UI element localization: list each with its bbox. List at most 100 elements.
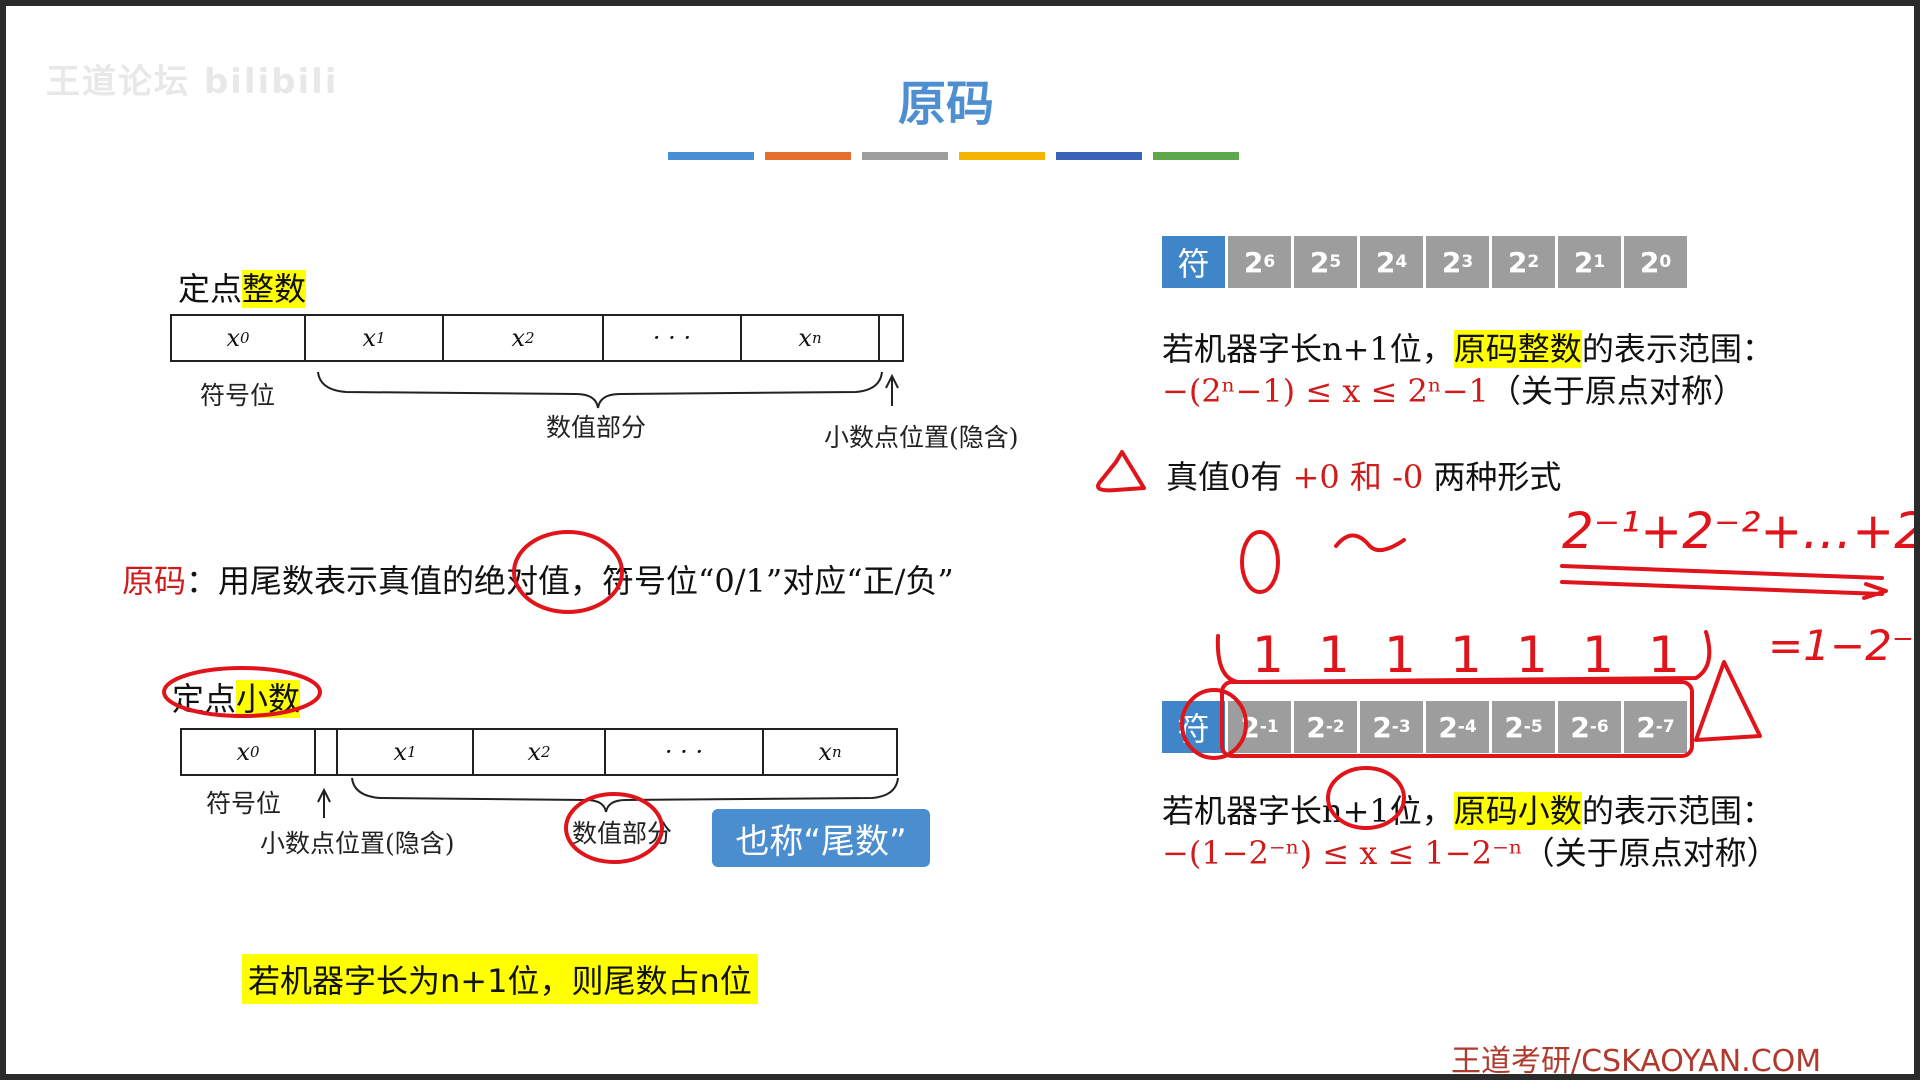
- definition-term: 原码: [122, 562, 187, 600]
- fraction-sign-label: 符号位: [206, 789, 282, 818]
- watermark: 王道论坛 bilibili: [46, 62, 339, 102]
- definition: 原码：用尾数表示真值的绝对值，符号位“0/1”对应“正/负”: [122, 556, 954, 602]
- fraction-register-cell-subscript: 0: [250, 743, 260, 761]
- handwritten-one: 1: [1318, 626, 1350, 684]
- integer-register-cell-label: · · ·: [652, 324, 692, 352]
- fraction-range-suffix: 的表示范围：: [1581, 792, 1774, 830]
- integer-range-suffix: 的表示范围：: [1581, 330, 1774, 368]
- fraction-register-cell-label: x: [527, 738, 541, 766]
- fraction-bit-3: 2-4: [1426, 701, 1489, 753]
- fraction-bit-5: 2-6: [1558, 701, 1621, 753]
- integer-register-cell-3: · · ·: [604, 316, 742, 360]
- fraction-register-cell-1: [316, 730, 338, 774]
- triangle-mark-2: [1694, 660, 1762, 742]
- fraction-range-highlight: 原码小数: [1453, 792, 1582, 830]
- handwritten-zero: [1240, 530, 1280, 594]
- title-bar-1: [668, 152, 754, 160]
- tilde-stroke: [1334, 533, 1406, 552]
- integer-sign-label: 符号位: [200, 381, 276, 410]
- integer-heading-plain: 定点: [178, 270, 243, 308]
- integer-value-brace: [317, 371, 883, 409]
- fraction-bit-2: 2-3: [1360, 701, 1423, 753]
- integer-range-note: （关于原点对称）: [1488, 372, 1745, 410]
- integer-register-cell-label: x: [798, 324, 812, 352]
- bottom-note: 若机器字长为n+1位，则尾数占n位: [242, 954, 758, 1004]
- handwritten-result: =1−2⁻ⁿ: [1768, 621, 1914, 670]
- mantissa-callout: 也称“尾数”: [712, 809, 930, 867]
- fraction-register-cell-subscript: n: [831, 743, 842, 761]
- handwritten-one: 1: [1384, 626, 1416, 684]
- circle-value-part: [564, 792, 664, 864]
- handwritten-one: 1: [1516, 626, 1548, 684]
- arrow-head: [1862, 582, 1888, 600]
- circle-fixed-fraction: [162, 666, 322, 718]
- title-bar-2: [765, 152, 851, 160]
- title-bar-5: [1056, 152, 1142, 160]
- fraction-bit-6: 2-7: [1624, 701, 1687, 753]
- integer-range-formula: −(2ⁿ−1) ≤ x ≤ 2ⁿ−1: [1162, 372, 1489, 410]
- integer-register-cell-label: x: [362, 324, 376, 352]
- fraction-range-line2: −(1−2⁻ⁿ) ≤ x ≤ 1−2⁻ⁿ（关于原点对称）: [1162, 828, 1779, 874]
- handwritten-one: 1: [1648, 626, 1680, 684]
- fraction-heading-highlight: 小数: [236, 680, 301, 718]
- fraction-register-cell-label: x: [236, 738, 250, 766]
- integer-point-label: 小数点位置(隐含): [824, 423, 1019, 452]
- integer-range-highlight: 原码整数: [1453, 330, 1582, 368]
- triangle-mark-1: [1096, 450, 1146, 493]
- integer-register-cell-subscript: n: [811, 329, 822, 347]
- fraction-bit-1: 2-2: [1294, 701, 1357, 753]
- zero-note: 真值0有 +0 和 -0 两种形式: [1166, 452, 1561, 498]
- fraction-register-cell-subscript: 1: [407, 743, 417, 761]
- integer-heading: 定点整数: [178, 264, 307, 310]
- circle-absolute-value: [512, 530, 624, 614]
- circle-sign-bit: [1180, 688, 1248, 760]
- arrow-line-1: [1560, 564, 1884, 580]
- fraction-bits-box: [1220, 680, 1694, 758]
- fraction-bit-4: 2-5: [1492, 701, 1555, 753]
- integer-range-line2: −(2ⁿ−1) ≤ x ≤ 2ⁿ−1（关于原点对称）: [1162, 366, 1745, 412]
- fraction-register-cell-label: · · ·: [664, 738, 704, 766]
- handwritten-one: 1: [1252, 626, 1284, 684]
- footer-brand: 王道考研/CSKAOYAN.COM: [1451, 1044, 1822, 1079]
- definition-text: ：用尾数表示真值的绝对值，符号位“0/1”对应“正/负”: [186, 562, 954, 600]
- negative-zero: -0: [1392, 458, 1424, 496]
- positive-zero: +0: [1292, 458, 1340, 496]
- integer-register-cell-label: x: [226, 324, 240, 352]
- fraction-range-note: （关于原点对称）: [1522, 834, 1779, 872]
- integer-range-line1: 若机器字长n+1位，原码整数的表示范围：: [1162, 324, 1774, 370]
- integer-register-cell-subscript: 2: [525, 329, 535, 347]
- integer-register-cell-subscript: 1: [376, 329, 386, 347]
- integer-register-cell-subscript: 0: [240, 329, 250, 347]
- handwritten-one: 1: [1450, 626, 1482, 684]
- fraction-register-cell-label: x: [818, 738, 832, 766]
- zero-and: 和: [1339, 458, 1393, 496]
- integer-range-prefix: 若机器字长n+1位，: [1162, 330, 1454, 368]
- integer-register-cell-label: x: [511, 324, 525, 352]
- handwriting-layer: 2⁻¹+2⁻²+…+2⁻ⁿ =1−2⁻ⁿ 01111111: [162, 450, 1914, 864]
- fraction-range-line1: 若机器字长n+1位，原码小数的表示范围：: [1162, 786, 1774, 832]
- title-bar-4: [959, 152, 1045, 160]
- zero-note-suffix: 两种形式: [1423, 458, 1562, 496]
- fraction-register-cell-4: · · ·: [606, 730, 764, 774]
- fraction-point-label: 小数点位置(隐含): [260, 829, 455, 858]
- handwritten-one: 1: [1582, 626, 1614, 684]
